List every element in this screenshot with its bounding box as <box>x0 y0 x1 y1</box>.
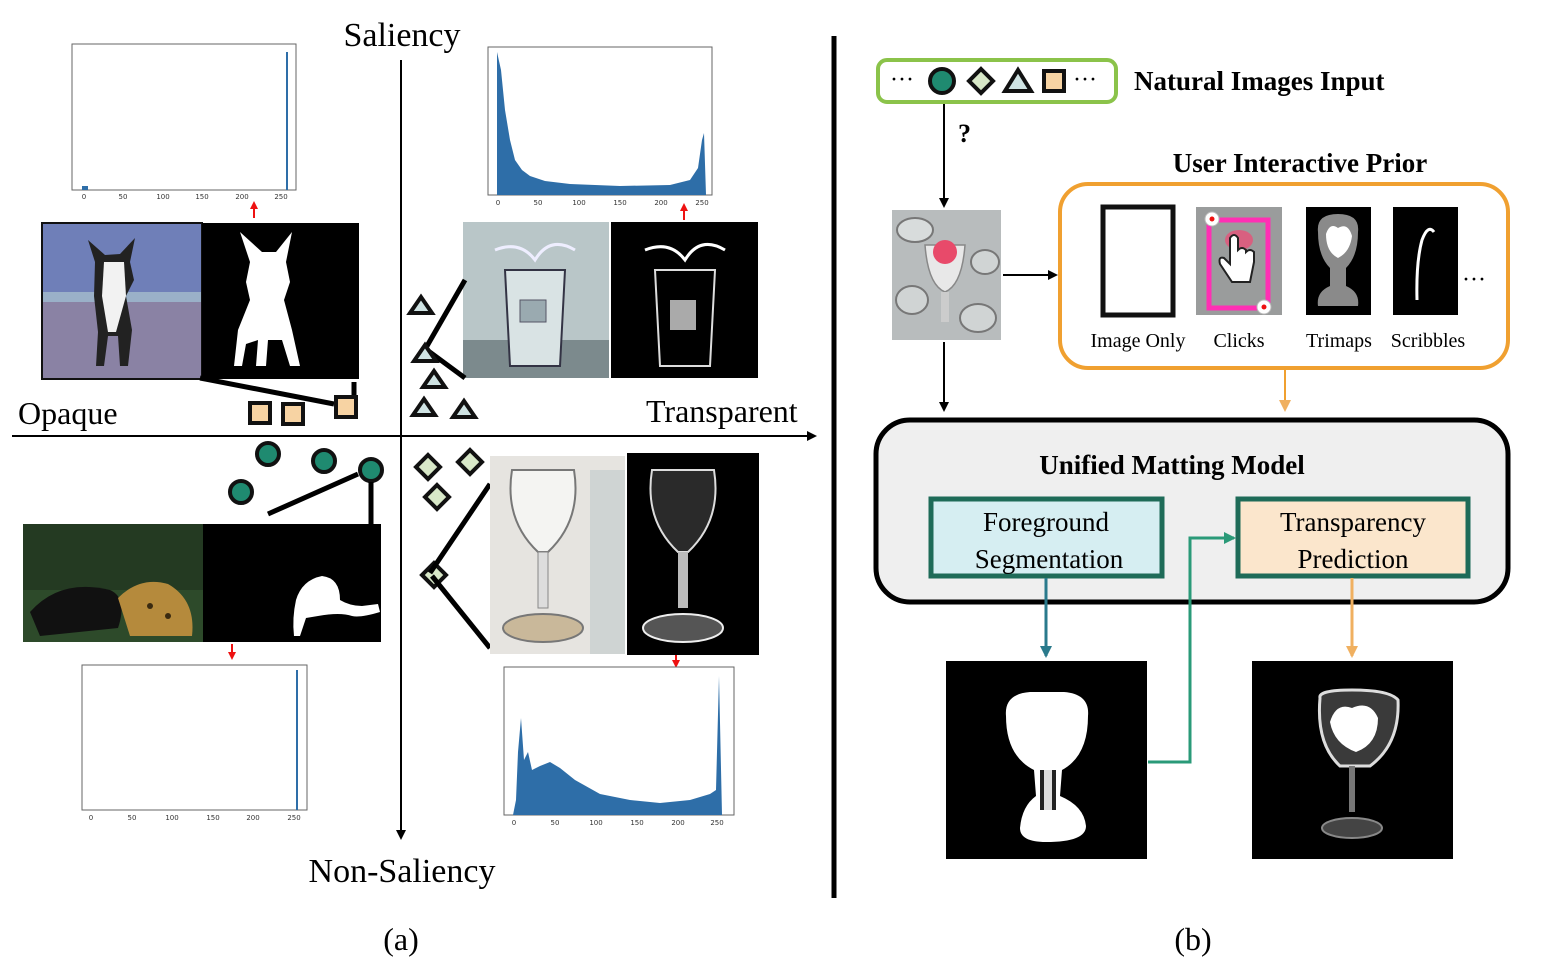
wine-glass-photo <box>490 456 625 654</box>
connector-line <box>430 574 492 650</box>
prior-more: ··· <box>1462 267 1486 293</box>
prior-title: User Interactive Prior <box>1173 148 1427 178</box>
fg-label-line2: Segmentation <box>975 544 1124 574</box>
panel-b: ··· ··· Natural Images Input ? User Inte… <box>873 58 1511 957</box>
triangle-icon <box>1001 66 1035 93</box>
hist-tick: 50 <box>551 819 560 827</box>
circle-markers <box>228 441 384 505</box>
hist-tick: 100 <box>589 819 602 827</box>
axis-label-saliency: Saliency <box>343 17 460 54</box>
connector-line <box>427 482 493 575</box>
connector-line <box>266 471 360 517</box>
histogram-transparent-salient: 0 50 100 150 200 250 <box>487 46 713 207</box>
arrow-mask-to-tp <box>1148 532 1236 764</box>
panel-a: Saliency Non-Saliency Opaque Transparent… <box>12 17 817 957</box>
hist-tick: 250 <box>695 199 708 207</box>
hist-tick: 100 <box>156 193 169 201</box>
panther-mask <box>203 524 381 642</box>
foreground-segmentation-box <box>928 496 1165 579</box>
prior-label-clicks: Clicks <box>1213 330 1264 352</box>
hist-tick: 150 <box>206 814 219 822</box>
connector-line <box>424 278 468 348</box>
hist-tick: 250 <box>287 814 300 822</box>
input-photo-bottles <box>892 210 1001 340</box>
panther-photo <box>23 524 203 642</box>
diamond-icon <box>966 66 996 96</box>
hist-tick: 200 <box>654 199 667 207</box>
square-icon <box>1042 69 1066 93</box>
model-title: Unified Matting Model <box>1039 450 1305 480</box>
hist-tick: 200 <box>246 814 259 822</box>
hist-tick: 150 <box>630 819 643 827</box>
hist-tick: 100 <box>572 199 585 207</box>
hist-tick: 100 <box>165 814 178 822</box>
hist-tick: 200 <box>235 193 248 201</box>
tp-label-line1: Transparency <box>1280 507 1426 537</box>
hist-tick: 0 <box>496 199 500 207</box>
hist-tick: 50 <box>534 199 543 207</box>
axis-label-opaque: Opaque <box>18 395 118 431</box>
water-glass-matte <box>611 222 758 378</box>
hist-tick: 0 <box>512 819 516 827</box>
input-label: Natural Images Input <box>1134 66 1385 96</box>
prior-label-scribbles: Scribbles <box>1391 330 1466 352</box>
caption-a: (a) <box>383 921 419 957</box>
trimap-icon <box>1306 207 1371 315</box>
prior-label-trimaps: Trimaps <box>1306 330 1372 352</box>
dog-mask <box>202 223 359 379</box>
clicks-icon <box>1196 207 1282 315</box>
hist-tick: 250 <box>274 193 287 201</box>
histogram-transparent-nonsalient: 0 50 100 150 200 250 <box>503 666 735 827</box>
input-dots-right: ··· <box>1073 67 1097 93</box>
hist-tick: 50 <box>119 193 128 201</box>
caption-b: (b) <box>1174 921 1211 957</box>
hist-tick: 150 <box>195 193 208 201</box>
input-dots-left: ··· <box>890 67 914 93</box>
question-mark: ? <box>958 119 971 148</box>
transparency-prediction-box <box>1235 496 1471 579</box>
prior-label-image-only: Image Only <box>1091 330 1186 352</box>
hist-tick: 200 <box>671 819 684 827</box>
diamond-markers <box>413 447 485 590</box>
hist-tick: 50 <box>128 814 137 822</box>
scribble-icon <box>1393 207 1458 315</box>
wine-glass-matte <box>627 453 759 655</box>
triangle-markers <box>406 293 479 419</box>
histogram-opaque-salient: 0 50 100 150 200 250 <box>71 43 297 201</box>
histogram-opaque-nonsalient: 0 50 100 150 200 250 <box>81 664 308 822</box>
foreground-mask-output <box>946 661 1147 859</box>
hist-tick: 250 <box>710 819 723 827</box>
hist-tick: 0 <box>82 193 86 201</box>
circle-icon <box>928 67 956 95</box>
dog-photo <box>41 222 203 380</box>
image-only-icon <box>1100 204 1176 318</box>
hist-tick: 0 <box>89 814 93 822</box>
square-markers <box>248 395 358 426</box>
tp-label-line2: Prediction <box>1298 544 1409 574</box>
hist-tick: 150 <box>613 199 626 207</box>
water-glass-photo <box>463 222 609 378</box>
fg-label-line1: Foreground <box>983 507 1109 537</box>
alpha-matte-output <box>1252 661 1453 859</box>
hand-cursor-icon <box>1218 234 1255 283</box>
connector-line <box>199 375 335 407</box>
axis-label-transparent: Transparent <box>646 393 798 429</box>
axis-label-non-saliency: Non-Saliency <box>309 853 496 890</box>
